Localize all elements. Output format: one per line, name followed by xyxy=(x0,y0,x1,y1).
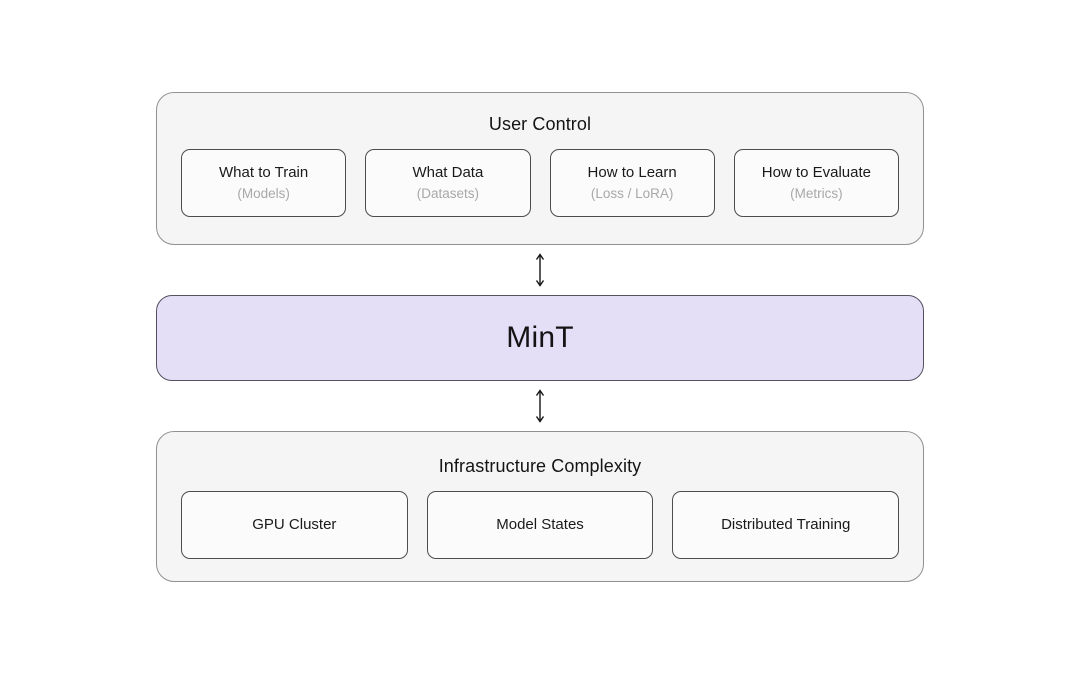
bidirectional-arrow-bottom xyxy=(532,381,548,431)
card-what-data: What Data (Datasets) xyxy=(365,149,531,217)
double-headed-arrow-icon xyxy=(535,253,545,287)
mint-title: MinT xyxy=(506,321,574,354)
infrastructure-panel: Infrastructure Complexity GPU Cluster Mo… xyxy=(156,431,924,582)
card-what-to-train: What to Train (Models) xyxy=(181,149,347,217)
diagram-stack: User Control What to Train (Models) What… xyxy=(156,92,924,582)
card-how-to-evaluate: How to Evaluate (Metrics) xyxy=(733,149,899,217)
card-title: How to Learn xyxy=(587,164,677,181)
infrastructure-title: Infrastructure Complexity xyxy=(438,456,642,476)
card-model-states: Model States xyxy=(426,491,654,559)
card-gpu-cluster: GPU Cluster xyxy=(181,491,408,559)
card-title: What Data xyxy=(412,164,484,181)
card-title: How to Evaluate xyxy=(761,164,871,181)
card-distributed-training: Distributed Training xyxy=(672,491,900,559)
card-title: Distributed Training xyxy=(721,516,851,533)
double-headed-arrow-icon xyxy=(535,389,545,423)
card-title: GPU Cluster xyxy=(252,516,337,533)
card-subtitle: (Datasets) xyxy=(416,186,480,201)
user-control-panel: User Control What to Train (Models) What… xyxy=(156,92,924,245)
card-subtitle: (Models) xyxy=(237,186,290,201)
card-title: What to Train xyxy=(219,164,309,181)
infrastructure-card-row: GPU Cluster Model States Distributed Tra… xyxy=(181,491,900,559)
user-control-title: User Control xyxy=(488,114,592,134)
bidirectional-arrow-top xyxy=(532,245,548,295)
card-subtitle: (Loss / LoRA) xyxy=(590,186,674,201)
card-how-to-learn: How to Learn (Loss / LoRA) xyxy=(549,149,715,217)
card-subtitle: (Metrics) xyxy=(790,186,843,201)
card-title: Model States xyxy=(496,516,584,533)
user-control-card-row: What to Train (Models) What Data (Datase… xyxy=(181,149,899,222)
mint-panel: MinT xyxy=(156,295,924,381)
